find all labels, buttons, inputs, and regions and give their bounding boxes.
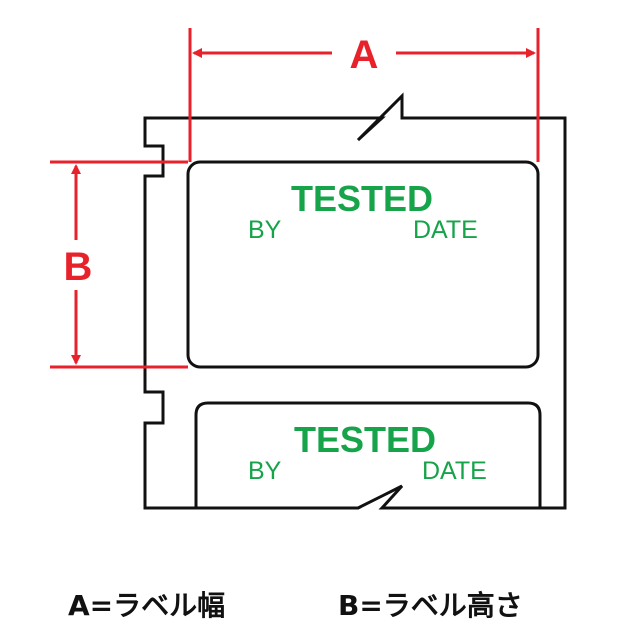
label-1-title: TESTED — [291, 178, 433, 219]
label-2-title: TESTED — [294, 419, 436, 460]
label-2-by: BY — [248, 457, 282, 485]
label-1-date: DATE — [413, 216, 478, 244]
dimension-a-letter: A — [350, 33, 379, 77]
caption-label-width: A=ラベル幅 — [68, 589, 226, 622]
label-2-date: DATE — [422, 457, 487, 485]
label-1 — [186, 160, 540, 369]
liner-bottom-break — [196, 484, 540, 510]
dimension-b-letter: B — [64, 245, 93, 289]
label-1-by: BY — [248, 216, 282, 244]
label-2 — [194, 401, 542, 508]
caption-label-height: B=ラベル高さ — [338, 589, 523, 622]
